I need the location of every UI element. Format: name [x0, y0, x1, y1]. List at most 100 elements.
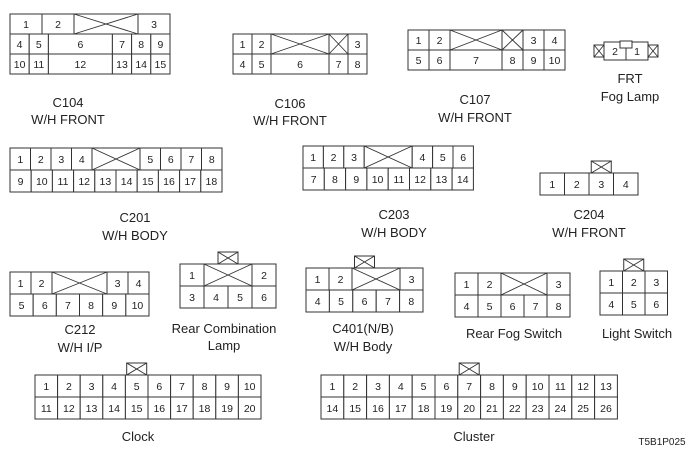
pin-number: 19: [221, 403, 233, 415]
pin-number: 1: [17, 154, 23, 166]
pin-number: 12: [577, 381, 589, 393]
pin-number: 12: [63, 403, 75, 415]
blank-cavity-cross: [500, 272, 548, 296]
key-tab-cross: [217, 251, 239, 265]
pin-cell: [451, 167, 474, 191]
connector-label: W/H FRONT: [31, 112, 105, 127]
pin-cell: [543, 49, 566, 71]
pin-number: 4: [17, 39, 23, 51]
pin-number: 18: [206, 176, 218, 188]
pin-number: 5: [259, 59, 265, 71]
pin-number: 6: [42, 300, 48, 312]
pin-number: 11: [58, 176, 69, 188]
pin-number: 13: [100, 176, 112, 188]
pin-number: 3: [189, 292, 195, 304]
key-tab-cross: [591, 160, 612, 174]
pin-number: 7: [179, 381, 185, 393]
connector-label: Light Switch: [602, 326, 672, 341]
pin-number: 12: [75, 59, 87, 71]
pin-number: 2: [261, 270, 267, 282]
pin-number: 1: [240, 39, 246, 51]
pin-number: 2: [352, 381, 358, 393]
pin-number: 3: [653, 277, 659, 289]
pin-cell: [399, 289, 424, 313]
connector-label: C107: [459, 92, 490, 107]
connector-label: W/H FRONT: [438, 110, 512, 125]
connector-label: W/H BODY: [361, 225, 427, 240]
pin-number: 5: [19, 300, 25, 312]
key-tab-cross: [354, 255, 375, 269]
pin-cell: [200, 169, 223, 193]
key-tab-cross: [126, 362, 147, 376]
connector-label: Rear Fog Switch: [466, 326, 562, 341]
connector-label: Clock: [122, 429, 155, 444]
pin-number: 6: [437, 55, 443, 67]
pin-number: 1: [315, 274, 321, 286]
pin-number: 23: [532, 403, 544, 415]
pin-number: 9: [224, 381, 230, 393]
pin-number: 8: [355, 59, 361, 71]
key-tab-cross: [623, 258, 644, 272]
pin-number: 8: [332, 174, 338, 186]
connector-label: C104: [52, 95, 83, 110]
pin-number: 16: [153, 403, 165, 415]
pin-number: 20: [463, 403, 475, 415]
pin-cell: [546, 294, 571, 318]
connector-label: W/H FRONT: [552, 225, 626, 240]
pin-number: 3: [375, 381, 381, 393]
pin-number: 9: [111, 300, 117, 312]
pin-number: 1: [549, 179, 555, 191]
pin-cell: [125, 293, 150, 317]
pin-number: 9: [18, 176, 24, 188]
blank-cavity-cross: [73, 13, 139, 35]
pin-number: 2: [39, 278, 45, 290]
key-notch: [619, 40, 633, 49]
pin-number: 8: [510, 55, 516, 67]
pin-number: 3: [355, 39, 361, 51]
connector-label: C203: [378, 207, 409, 222]
pin-number: 17: [395, 403, 407, 415]
pin-number: 1: [23, 19, 29, 31]
pin-number: 9: [157, 39, 163, 51]
latch-right-cross: [647, 44, 659, 58]
pin-number: 5: [134, 381, 140, 393]
pin-number: 13: [600, 381, 612, 393]
pin-number: 7: [533, 301, 539, 313]
pin-cell: [150, 53, 171, 75]
pin-cell: [251, 285, 277, 309]
pin-number: 20: [244, 403, 256, 415]
connector-label: W/H Body: [334, 339, 393, 354]
blank-cavity-cross: [91, 147, 141, 171]
pin-number: 1: [310, 152, 316, 164]
pin-number: 6: [297, 59, 303, 71]
pin-number: 4: [240, 59, 246, 71]
pin-number: 7: [336, 59, 342, 71]
pin-number: 8: [489, 381, 495, 393]
pin-number: 3: [58, 154, 64, 166]
pin-number: 2: [331, 152, 337, 164]
latch-left-cross: [593, 44, 605, 58]
pin-number: 14: [135, 59, 147, 71]
pin-cell: [594, 396, 618, 420]
pin-number: 6: [362, 296, 368, 308]
pin-number: 2: [437, 35, 443, 47]
pin-number: 6: [510, 301, 516, 313]
pin-number: 6: [261, 292, 267, 304]
pin-number: 4: [552, 35, 558, 47]
pin-number: 5: [416, 55, 422, 67]
pin-number: 26: [600, 403, 612, 415]
pin-number: 16: [372, 403, 384, 415]
pin-number: 11: [393, 174, 404, 186]
connector-label: Cluster: [453, 429, 495, 444]
pin-number: 7: [119, 39, 125, 51]
pin-number: 6: [653, 299, 659, 311]
pin-number: 7: [466, 381, 472, 393]
pin-number: 15: [131, 403, 143, 415]
pin-number: 6: [77, 39, 83, 51]
pin-number: 8: [88, 300, 94, 312]
